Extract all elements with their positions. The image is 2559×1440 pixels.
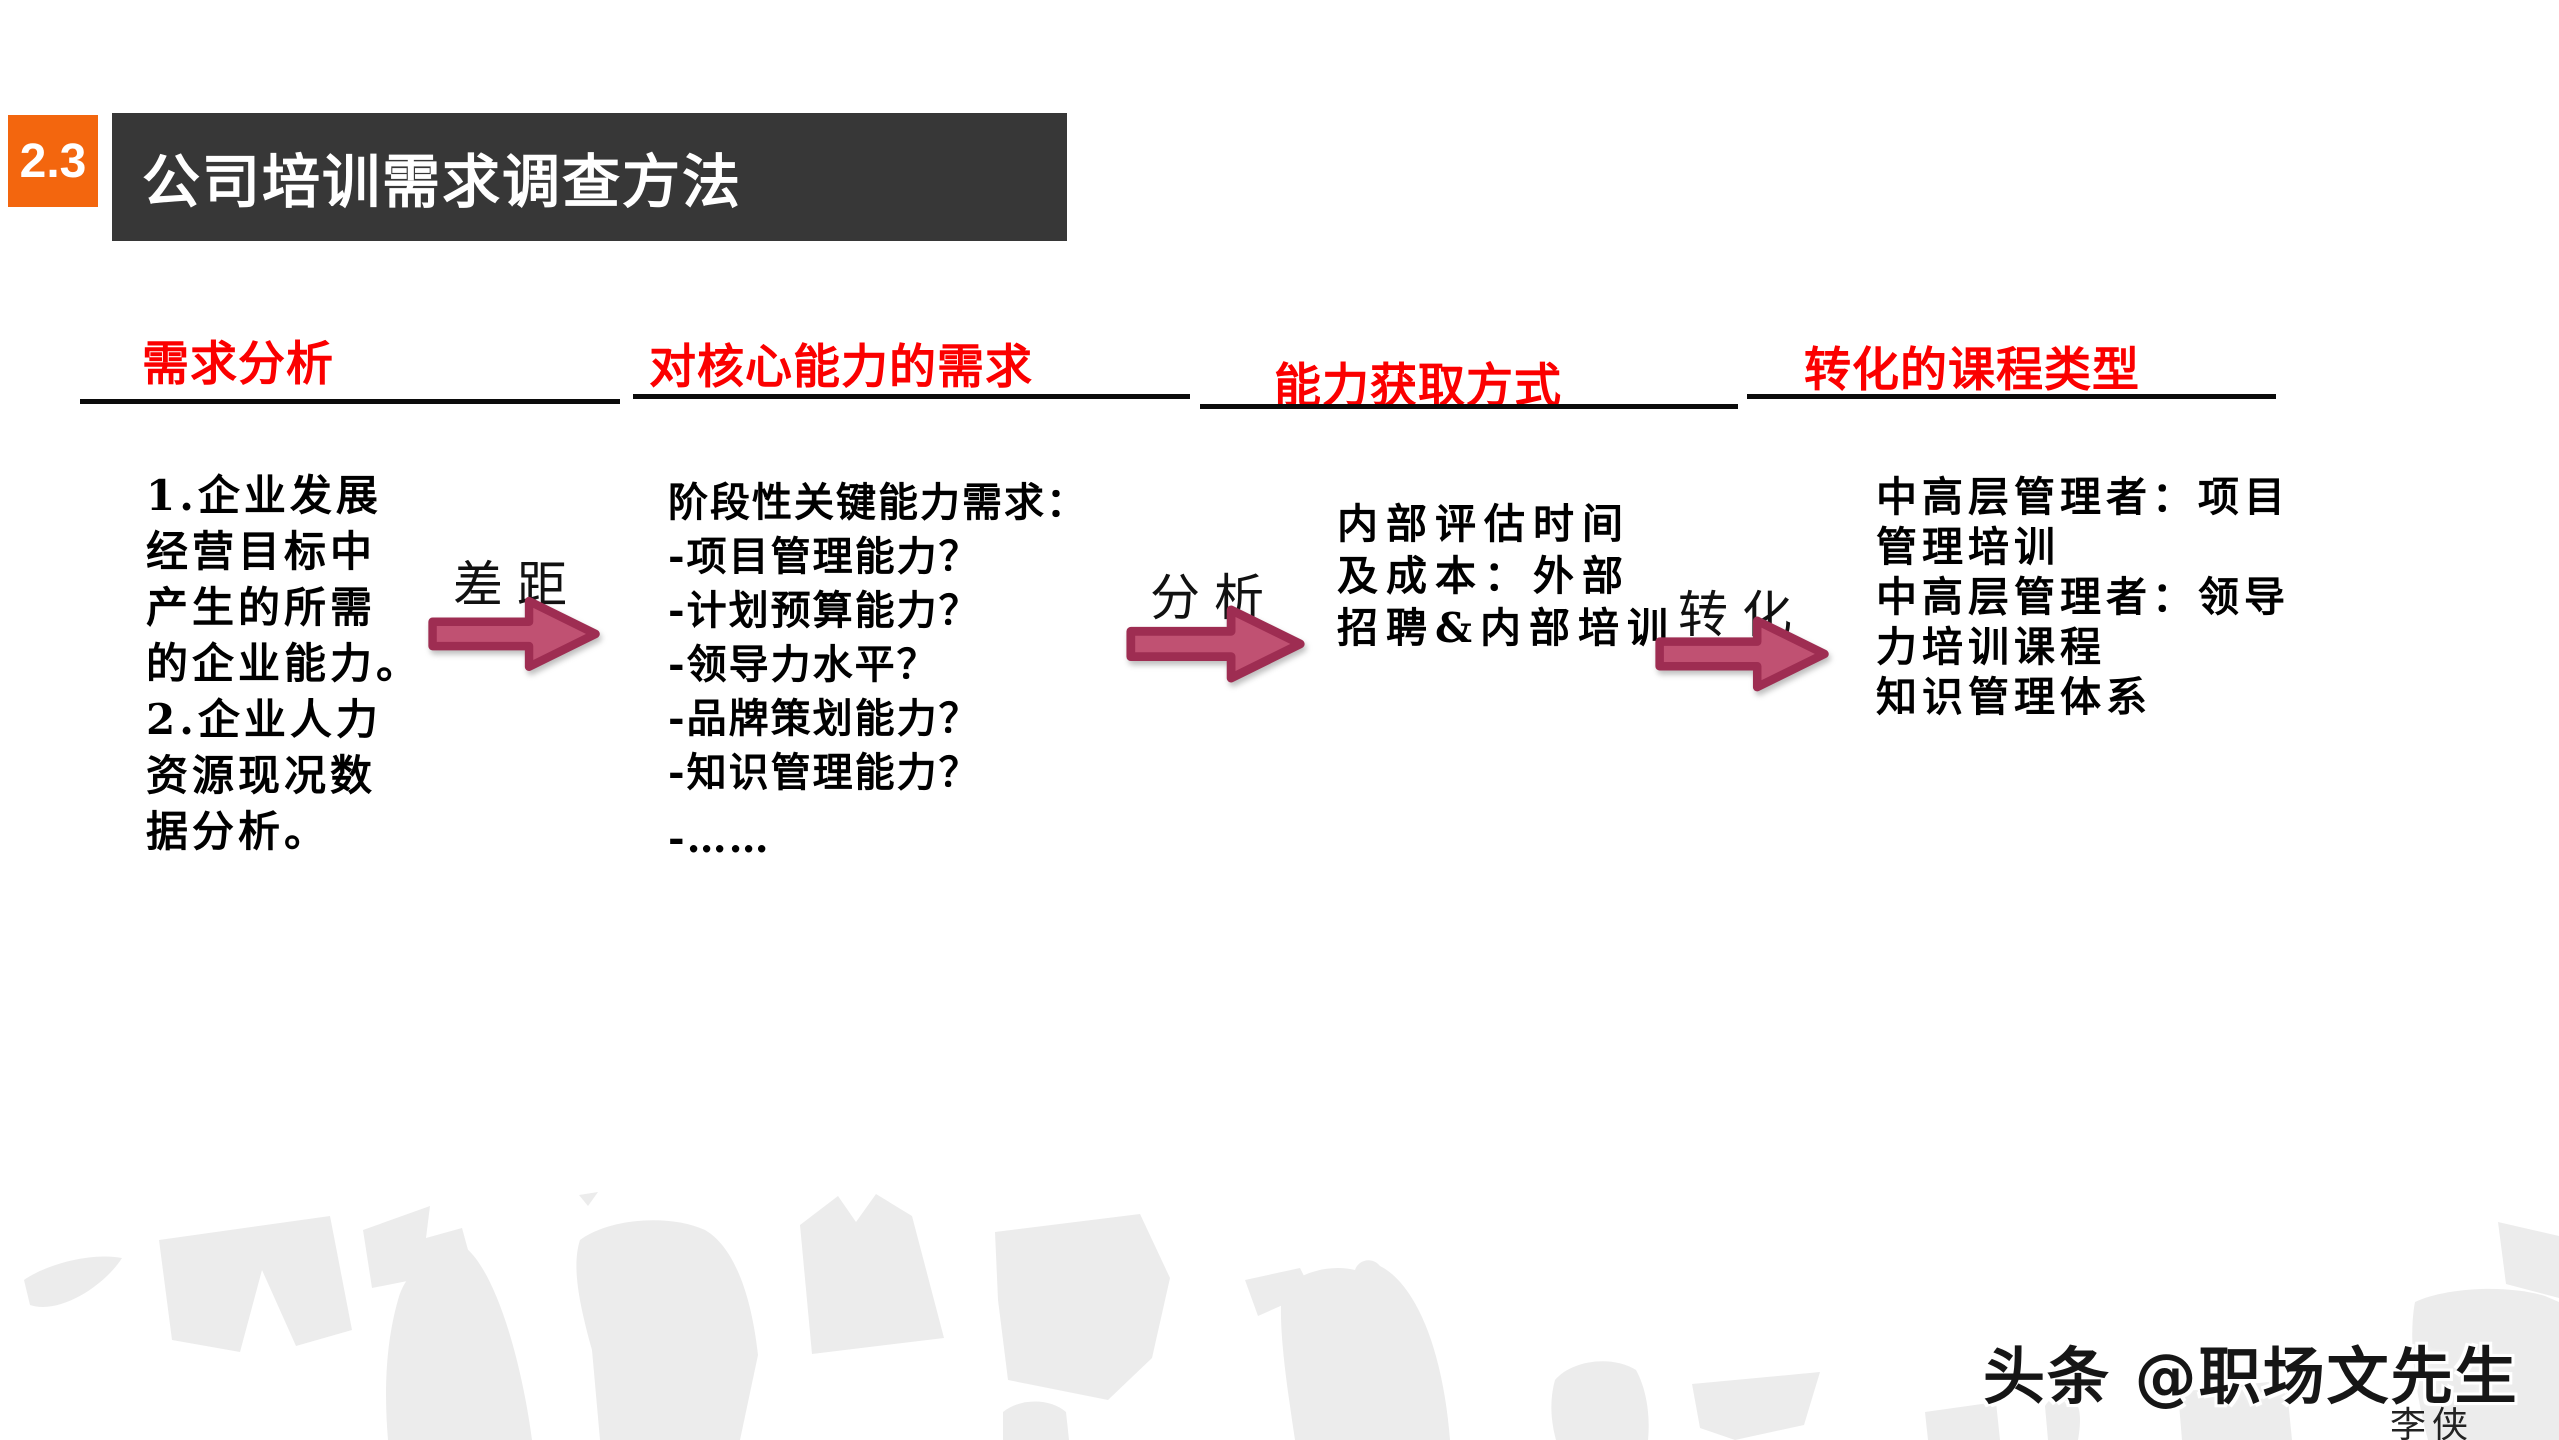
header-underline-3 <box>1200 404 1738 409</box>
text-line: 中高层管理者：项目 <box>1876 473 2290 521</box>
section-number-badge: 2.3 <box>8 115 98 207</box>
text-line: 1.企业发展 <box>146 471 382 520</box>
text-line: -…… <box>668 815 771 862</box>
header-underline-1 <box>80 399 620 404</box>
text-line: 产生的所需 <box>146 583 377 632</box>
text-line: -知识管理能力？ <box>668 749 981 796</box>
column-header-course-types: 转化的课程类型 <box>1804 343 2140 396</box>
text-line: -领导力水平？ <box>668 641 939 688</box>
text-line: 2.企业人力 <box>146 695 382 744</box>
text-line: 的企业能力。 <box>146 639 423 688</box>
column-body-course-types: 中高层管理者：项目 管理培训 中高层管理者：领导 力培训课程 知识管理体系 <box>1876 472 2290 722</box>
flow-arrow-icon <box>1126 605 1305 683</box>
column-header-demand-analysis: 需求分析 <box>142 337 334 390</box>
text-line: 中高层管理者：领导 <box>1876 573 2290 621</box>
text-line: 力培训课程 <box>1876 623 2106 671</box>
signature: 李侠 <box>2390 1405 2475 1440</box>
text-line: 经营目标中 <box>146 527 377 576</box>
arrow-label-gap: 差距 <box>453 556 581 614</box>
section-number: 2.3 <box>19 134 87 188</box>
flow-arrow-icon <box>428 596 600 671</box>
text-line: 管理培训 <box>1876 523 2060 571</box>
column-body-demand-analysis: 1.企业发展 经营目标中 产生的所需 的企业能力。 2.企业人力 资源现况数 据… <box>146 468 422 860</box>
column-body-core-competency-needs: 阶段性关键能力需求： -项目管理能力？ -计划预算能力？ -领导力水平？ -品牌… <box>668 476 1088 866</box>
text-line: -品牌策划能力？ <box>668 695 981 742</box>
column-header-core-competency-needs: 对核心能力的需求 <box>649 340 1033 393</box>
text-line: 知识管理体系 <box>1876 673 2152 721</box>
page-title: 公司培训需求调查方法 <box>142 150 743 215</box>
header-underline-4 <box>1747 394 2276 399</box>
header-underline-2 <box>633 394 1190 399</box>
text-line: -计划预算能力？ <box>668 587 981 634</box>
text-line: 内部评估时间 <box>1337 500 1631 548</box>
text-line: 资源现况数 <box>146 751 377 800</box>
text-line: -项目管理能力？ <box>668 533 981 580</box>
text-line: 阶段性关键能力需求： <box>668 479 1088 526</box>
brand-watermark: 头条 @职场文先生 <box>1983 1340 2519 1413</box>
text-line: 据分析。 <box>146 807 331 856</box>
clothing-watermark-background <box>24 1192 2559 1440</box>
flow-arrow-icon <box>1655 616 1829 692</box>
text-line: 及成本：外部 <box>1337 552 1631 600</box>
column-header-acquisition-method: 能力获取方式 <box>1274 359 1562 412</box>
column-body-acquisition-method: 内部评估时间 及成本：外部 招聘&内部培训 <box>1337 498 1676 654</box>
title-bar: 公司培训需求调查方法 <box>112 113 1067 241</box>
text-line: 招聘&内部培训 <box>1337 604 1677 652</box>
